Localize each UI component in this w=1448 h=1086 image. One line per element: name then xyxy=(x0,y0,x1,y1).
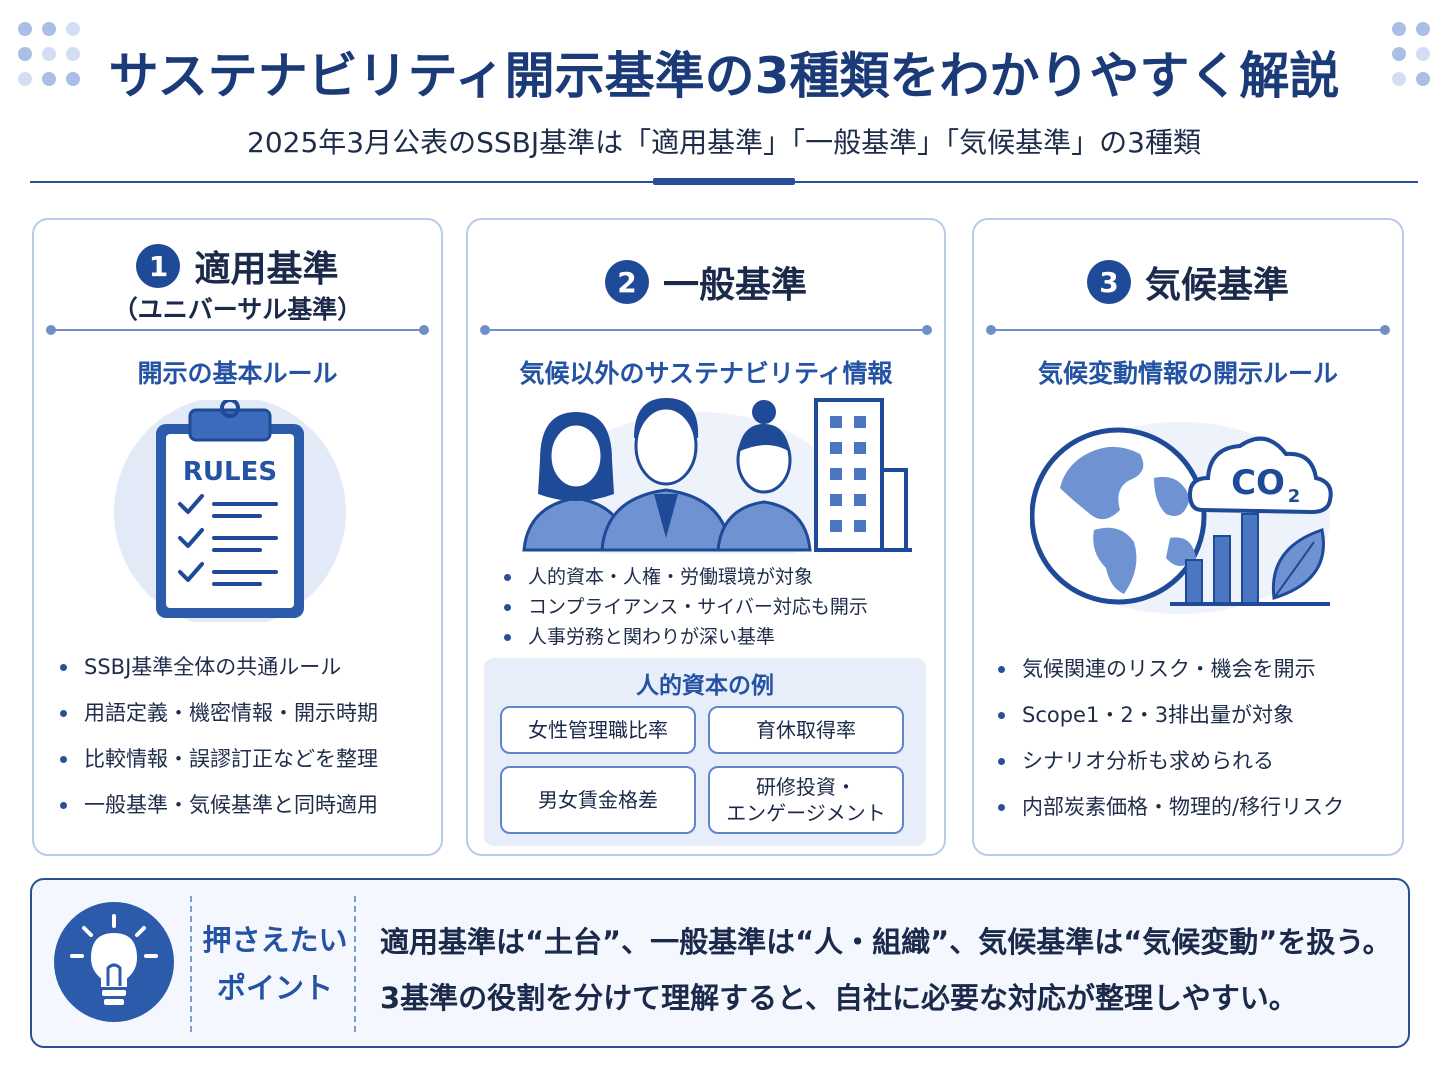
card-header: 2 一般基準 xyxy=(468,256,944,308)
decorative-dots-left xyxy=(18,22,80,86)
co2-label: CO xyxy=(1231,463,1285,503)
example-pill: 女性管理職比率 xyxy=(500,706,696,754)
card-general-standard: 2 一般基準 気候以外のサステナビリティ情報 人的資本・人権・労働 xyxy=(466,218,946,856)
card-title: 一般基準 xyxy=(662,265,807,306)
list-item: 比較情報・誤謬訂正などを整理 xyxy=(58,744,378,790)
card-section-heading: 開示の基本ルール xyxy=(137,359,338,388)
clipboard-rules-label: RULES xyxy=(183,457,277,487)
lightbulb-icon xyxy=(54,902,174,1022)
example-pill: 育休取得率 xyxy=(708,706,904,754)
key-point-label-line: 押さえたい xyxy=(202,923,348,957)
people-building-icon xyxy=(522,398,912,554)
card-bullet-list: 人的資本・人権・労働環境が対象 コンプライアンス・サイバー対応も開示 人事労務と… xyxy=(502,564,868,654)
page-subtitle: 2025年3月公表のSSBJ基準は「適用基準」「一般基準」「気候基準」の3種類 xyxy=(247,126,1201,159)
card-bullet-list: SSBJ基準全体の共通ルール 用語定義・機密情報・開示時期 比較情報・誤謬訂正な… xyxy=(58,652,378,836)
list-item: シナリオ分析も求められる xyxy=(996,746,1344,792)
key-point-text: 適用基準は“土台”、一般基準は“人・組織”、気候基準は“気候変動”を扱う。 3基… xyxy=(380,914,1392,1026)
key-point-box: 押さえたい ポイント 適用基準は“土台”、一般基準は“人・組織”、気候基準は“気… xyxy=(30,878,1410,1048)
card-section-heading: 気候以外のサステナビリティ情報 xyxy=(519,359,893,388)
card-divider xyxy=(986,325,1390,335)
example-pill: 研修投資・ エンゲージメント xyxy=(708,766,904,834)
key-point-label-line: ポイント xyxy=(216,971,333,1005)
list-item: 用語定義・機密情報・開示時期 xyxy=(58,698,378,744)
list-item: 人事労務と関わりが深い基準 xyxy=(502,624,868,654)
list-item: 人的資本・人権・労働環境が対象 xyxy=(502,564,868,594)
card-number: 2 xyxy=(604,260,649,304)
card-divider xyxy=(46,325,429,335)
key-point-label: 押さえたい ポイント xyxy=(202,916,348,1012)
examples-title: 人的資本の例 xyxy=(636,673,774,699)
card-title: 適用基準 xyxy=(194,249,339,290)
card-bullet-list: 気候関連のリスク・機会を開示 Scope1・2・3排出量が対象 シナリオ分析も求… xyxy=(996,654,1344,838)
card-title: 気候基準 xyxy=(1144,265,1289,306)
dashed-separator xyxy=(354,896,356,1032)
key-point-line: 3基準の役割を分けて理解すると、自社に必要な対応が整理しやすい。 xyxy=(380,981,1298,1015)
card-section-heading: 気候変動情報の開示ルール xyxy=(1037,359,1338,388)
key-point-line: 適用基準は“土台”、一般基準は“人・組織”、気候基準は“気候変動”を扱う。 xyxy=(380,925,1392,959)
header-divider-accent xyxy=(653,178,795,185)
card-divider xyxy=(480,325,932,335)
page-title: サステナビリティ開示基準の3種類をわかりやすく解説 xyxy=(108,47,1340,105)
list-item: SSBJ基準全体の共通ルール xyxy=(58,652,378,698)
co2-subscript: 2 xyxy=(1288,486,1301,507)
list-item: 内部炭素価格・物理的/移行リスク xyxy=(996,792,1344,838)
example-pill: 男女賃金格差 xyxy=(500,766,696,834)
list-item: 気候関連のリスク・機会を開示 xyxy=(996,654,1344,700)
card-climate-standard: 3 気候基準 気候変動情報の開示ルール CO 2 気候関連のリスク・機会を開示 … xyxy=(972,218,1404,856)
clipboard-rules-icon: RULES xyxy=(114,400,346,622)
card-header: 3 気候基準 xyxy=(974,256,1402,308)
list-item: コンプライアンス・サイバー対応も開示 xyxy=(502,594,868,624)
card-application-standard: 1 適用基準 （ユニバーサル基準） 開示の基本ルール RULES SSBJ基準全… xyxy=(32,218,443,856)
card-subtitle: （ユニバーサル基準） xyxy=(112,295,363,324)
globe-co2-icon: CO 2 xyxy=(1030,422,1333,614)
card-number: 3 xyxy=(1086,260,1131,304)
card-header: 1 適用基準 xyxy=(34,240,441,292)
decorative-dots-right xyxy=(1392,22,1430,86)
card-number: 1 xyxy=(136,244,181,288)
dashed-separator xyxy=(190,896,192,1032)
list-item: 一般基準・気候基準と同時適用 xyxy=(58,790,378,836)
list-item: Scope1・2・3排出量が対象 xyxy=(996,700,1344,746)
human-capital-examples: 人的資本の例 女性管理職比率 育休取得率 男女賃金格差 研修投資・ エンゲージメ… xyxy=(484,658,926,846)
